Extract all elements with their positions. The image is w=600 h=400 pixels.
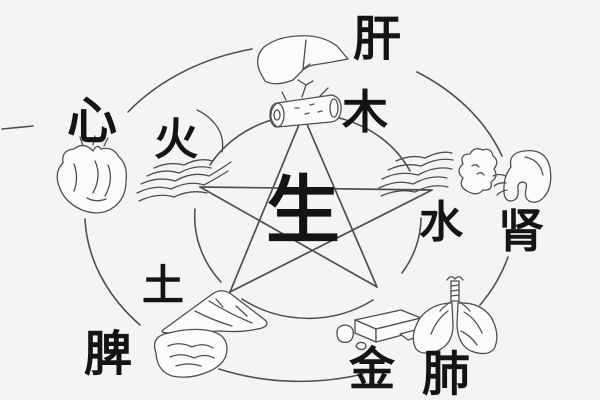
arc-heart-to-spleen: [84, 218, 141, 326]
lungs-icon: [412, 276, 498, 355]
earth-mound-icon: [161, 290, 268, 334]
liver-icon: [257, 35, 349, 85]
organ-label-kidney: 肾: [498, 204, 544, 258]
wood-log-icon: [269, 79, 342, 128]
center-character: 生: [266, 168, 340, 254]
organ-label-liver: 肝: [352, 11, 402, 67]
inner-arc-left: [193, 208, 222, 283]
element-label-earth: 土: [141, 261, 185, 310]
arc-kidney-to-lungs: [479, 256, 509, 306]
kidney-icon: [492, 149, 552, 203]
element-label-metal: 金: [349, 342, 395, 396]
outer-cycle-arcs: [1, 48, 509, 383]
heart-icon: [56, 135, 127, 214]
star-chord-upperright-to-lowerleft: [229, 189, 433, 293]
inner-arc-bottom: [241, 298, 374, 320]
spleen-icon: [153, 328, 228, 378]
arc-wood-to-kidney: [416, 71, 503, 157]
inner-circle-arcs: [193, 115, 422, 320]
element-label-wood: 木: [342, 85, 388, 139]
inner-arc-right: [401, 217, 422, 274]
water-waves-icon: [378, 148, 498, 197]
arc-heart-to-liver: [127, 48, 253, 113]
arc-spleen-to-metal: [218, 368, 364, 383]
flames-icon: [136, 109, 232, 202]
inner-arc-upper-right: [329, 115, 411, 172]
organ-label-heart: 心: [67, 92, 117, 150]
star-chord-top-to-lowerright: [302, 114, 378, 288]
star-chord-upperleft-to-lowerright: [199, 186, 378, 288]
star-chord-top-to-lowerleft: [229, 114, 304, 293]
organ-label-lung: 肺: [421, 346, 471, 400]
star-chord-upperleft-to-upperright: [199, 186, 433, 191]
pentagram-star: [199, 114, 433, 293]
edge-tick-left: [1, 125, 34, 130]
inner-arc-upper-left: [209, 117, 280, 166]
element-label-water: 水: [419, 197, 463, 248]
element-label-fire: 火: [154, 114, 198, 165]
organ-label-spleen: 脾: [83, 326, 133, 382]
